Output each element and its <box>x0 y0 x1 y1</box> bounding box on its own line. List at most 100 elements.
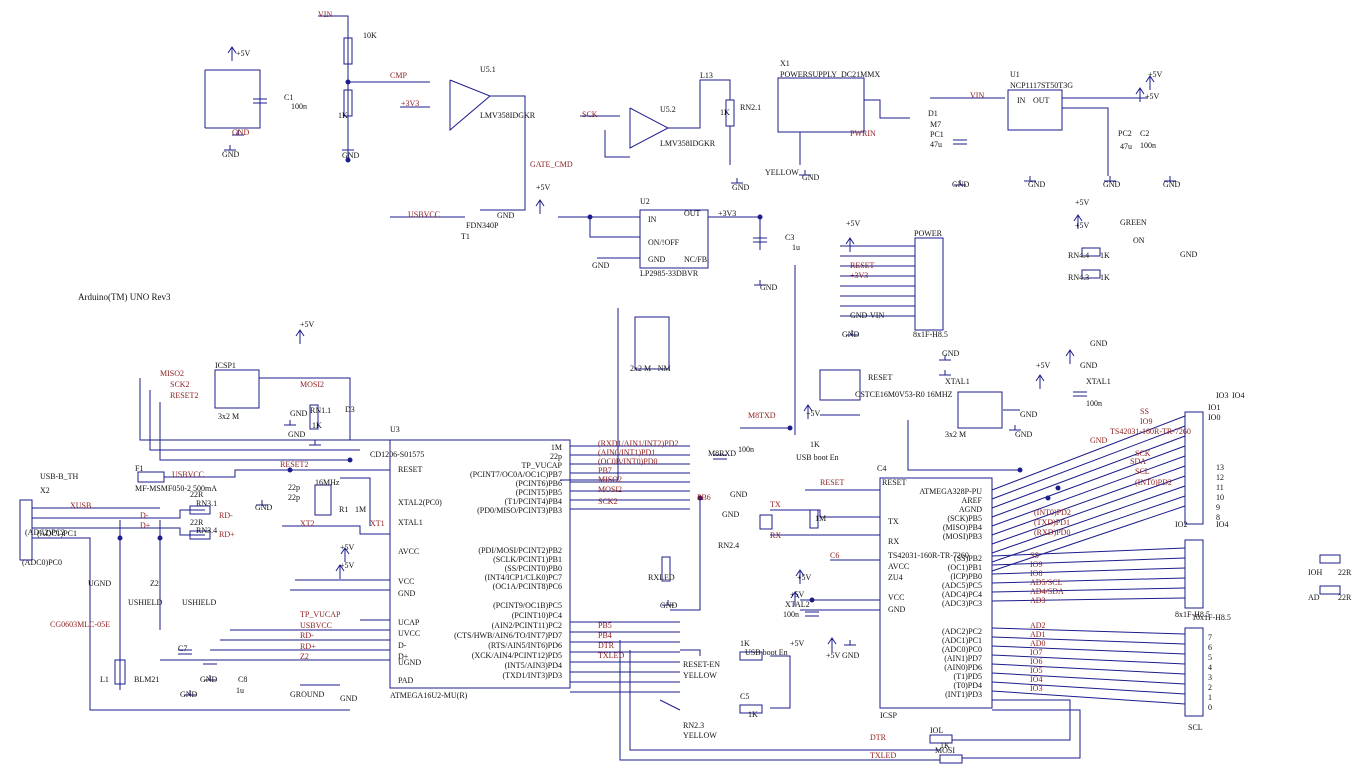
label: (AIN2/PCINT11)PC2 <box>492 621 562 630</box>
label: AD4/SDA <box>1030 587 1064 596</box>
pin-number: 2 <box>1208 683 1212 692</box>
label: GND <box>888 605 906 614</box>
wire <box>790 591 800 599</box>
label: AD2 <box>1030 621 1046 630</box>
label: 22R <box>1338 568 1352 577</box>
icsp-header <box>957 391 1003 429</box>
label: 100n <box>783 610 799 619</box>
label: 10x1F-H8.5 <box>1192 613 1231 622</box>
label: F1 <box>135 464 143 473</box>
label: XTAL1 <box>398 518 423 527</box>
label: +5V <box>1075 198 1090 207</box>
junction-dot <box>345 157 351 163</box>
label: (OC1)PB1 <box>948 563 982 572</box>
label: (PCINT6)PB6 <box>516 479 562 488</box>
label: TS42031-160R-TR-7260 <box>888 551 969 560</box>
fuse-f1 <box>137 471 165 483</box>
label: RESET2 <box>280 460 308 469</box>
label: RN3.1 <box>196 499 217 508</box>
label: GND <box>760 283 778 292</box>
label: RN4.3 <box>1068 273 1089 282</box>
wire <box>827 637 837 645</box>
label: +3V3 <box>850 271 868 280</box>
resistor <box>1319 554 1341 564</box>
label: CMP <box>390 71 407 80</box>
label: GND <box>1020 410 1038 419</box>
label: XT2 <box>300 519 315 528</box>
wire <box>991 485 1186 554</box>
label: GROUND <box>290 690 324 699</box>
label: RN1.1 <box>310 406 331 415</box>
label: GND <box>342 151 360 160</box>
resistor <box>343 89 353 117</box>
label: IO9 <box>1030 560 1042 569</box>
label: PB5 <box>598 621 612 630</box>
label: MOSI2 <box>300 380 324 389</box>
wire <box>318 15 349 160</box>
wire <box>770 509 880 518</box>
label: IO6 <box>1030 657 1042 666</box>
label: (MOSI)PB3 <box>943 532 982 541</box>
label: XT1 <box>370 519 385 528</box>
label: OUT <box>684 209 701 218</box>
wire <box>991 547 1186 557</box>
label: UGND <box>398 658 421 667</box>
wire <box>227 46 237 54</box>
label: VIN <box>870 311 884 320</box>
label: VCC <box>888 593 904 602</box>
label: RESET <box>882 478 907 487</box>
label: RESET <box>820 478 845 487</box>
label: +5V <box>340 543 355 552</box>
pin-number: 10 <box>1216 493 1224 502</box>
pin-number: 3 <box>1208 673 1212 682</box>
label: GND <box>842 651 860 660</box>
label: AD3 <box>1030 596 1046 605</box>
label: RXLED <box>648 573 675 582</box>
regulator-u1 <box>1007 89 1063 131</box>
label: D- <box>140 511 149 520</box>
label: VCC <box>398 577 414 586</box>
junction-dot <box>117 535 123 541</box>
label: XTAL1 <box>945 377 970 386</box>
label: USHIELD <box>182 598 216 607</box>
wire <box>991 495 1186 563</box>
ferrite-l1 <box>114 659 126 685</box>
junction-dot <box>157 535 163 541</box>
label: RD- <box>219 511 233 520</box>
junction-dot <box>587 214 593 220</box>
usb-connector <box>19 499 33 561</box>
label: 3x2 M <box>218 412 239 421</box>
label: (ADC1)PC1 <box>37 529 77 538</box>
label: IO9 <box>1140 417 1152 426</box>
pin-number: 9 <box>1216 503 1220 512</box>
label: +5V <box>1075 221 1090 230</box>
label: (TXD)PD1 <box>1034 518 1070 527</box>
wire <box>259 377 351 440</box>
wire <box>335 564 345 572</box>
label: XTAL2(PC0) <box>398 498 442 507</box>
label: (ADC0)PC0 <box>942 645 982 654</box>
label: AD <box>1308 593 1320 602</box>
label: USB boot En <box>745 648 788 657</box>
label: (PCINT7/OC0A/OC1C)PB7 <box>470 470 562 479</box>
label: RESET <box>850 261 875 270</box>
label: 100n <box>1086 399 1102 408</box>
resistor <box>343 37 353 65</box>
label: USBVCC <box>300 621 332 630</box>
label: (ADC3)PC3 <box>942 599 982 608</box>
label: (RXD1/AIN1/INT2)PD2 <box>598 439 678 448</box>
label: 22p <box>288 493 300 502</box>
label: (OC1A/PCINT8)PC6 <box>493 582 562 591</box>
label: 8x1F-H8.5 <box>913 330 948 339</box>
label: GND <box>1180 250 1198 259</box>
wire <box>991 475 1186 545</box>
resistor <box>189 505 211 515</box>
junction-dot <box>757 214 763 220</box>
label: IO4 <box>1232 391 1244 400</box>
wire <box>149 390 360 451</box>
label: NCP1117ST50T3G <box>1010 81 1073 90</box>
wire <box>795 569 805 577</box>
wire <box>803 404 813 412</box>
label: POWER <box>914 229 943 238</box>
label: ATMEGA328P-PU <box>919 487 982 496</box>
